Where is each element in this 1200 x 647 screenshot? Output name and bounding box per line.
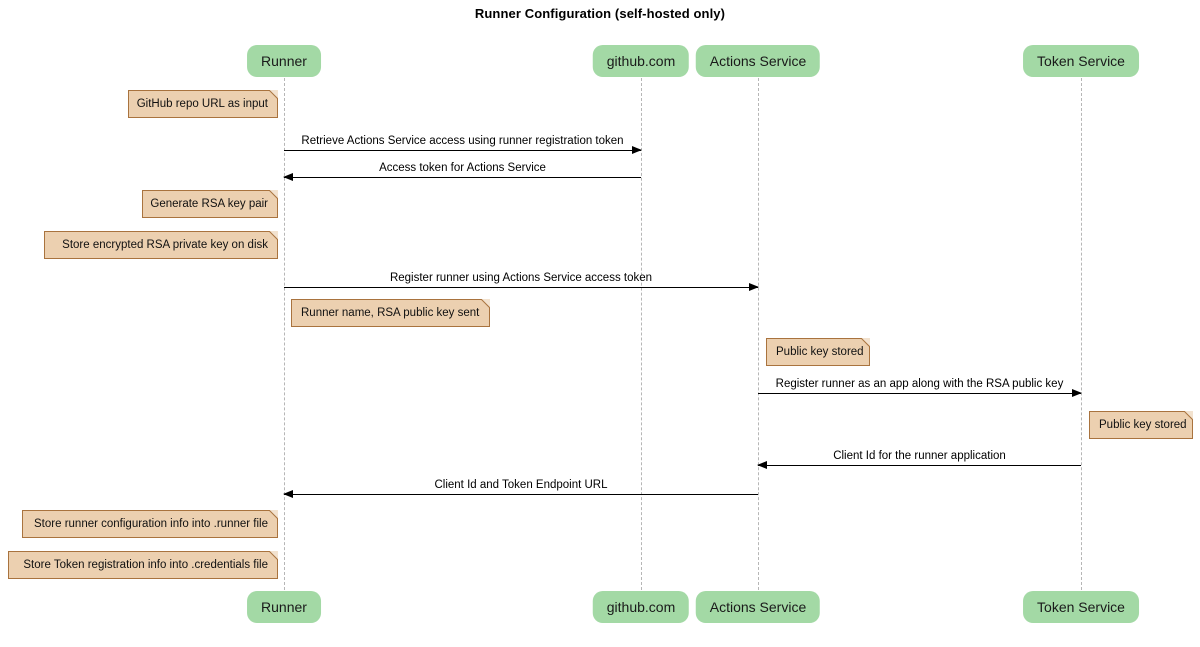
note-fold-edge: [480, 299, 490, 309]
note-fold-edge: [1183, 411, 1193, 421]
participant-top-token[interactable]: Token Service: [1023, 45, 1139, 77]
message-label-4: Register runner as an app along with the…: [775, 378, 1064, 390]
note-label-5: Public key stored: [776, 346, 864, 358]
participant-bottom-github[interactable]: github.com: [592, 591, 690, 623]
note-label-1: GitHub repo URL as input: [136, 98, 268, 110]
arrowhead-right-icon: [632, 145, 642, 154]
note-1: GitHub repo URL as input: [128, 90, 278, 118]
message-6: Client Id and Token Endpoint URL: [283, 479, 758, 498]
participant-top-actions[interactable]: Actions Service: [695, 45, 821, 77]
participant-bottom-actions[interactable]: Actions Service: [695, 591, 821, 623]
message-5: Client Id for the runner application: [757, 450, 1081, 469]
note-label-4: Runner name, RSA public key sent: [301, 307, 480, 319]
message-label-5: Client Id for the runner application: [833, 450, 1006, 462]
lifeline-github: [641, 78, 642, 590]
message-2: Access token for Actions Service: [283, 162, 641, 181]
note-3: Store encrypted RSA private key on disk: [44, 231, 278, 259]
note-label-8: Store Token registration info into .cred…: [23, 559, 268, 571]
page-title: Runner Configuration (self-hosted only): [474, 6, 726, 21]
note-label-6: Public key stored: [1099, 419, 1187, 431]
lifeline-runner: [284, 78, 285, 590]
message-4: Register runner as an app along with the…: [758, 378, 1082, 397]
message-label-2: Access token for Actions Service: [379, 162, 546, 174]
note-fold-edge: [268, 551, 278, 561]
lifeline-token: [1081, 78, 1082, 590]
participant-top-github[interactable]: github.com: [592, 45, 690, 77]
message-label-3: Register runner using Actions Service ac…: [389, 272, 653, 284]
message-3: Register runner using Actions Service ac…: [284, 272, 759, 291]
note-fold-edge: [268, 231, 278, 241]
arrowhead-left-icon: [283, 489, 293, 498]
note-fold-edge: [860, 338, 870, 348]
arrowhead-left-icon: [283, 172, 293, 181]
note-fold-edge: [268, 190, 278, 200]
note-label-3: Store encrypted RSA private key on disk: [62, 239, 268, 251]
message-label-6: Client Id and Token Endpoint URL: [434, 479, 608, 491]
participant-bottom-runner[interactable]: Runner: [247, 591, 321, 623]
note-4: Runner name, RSA public key sent: [291, 299, 490, 327]
arrowhead-right-icon: [749, 282, 759, 291]
note-2: Generate RSA key pair: [142, 190, 278, 218]
note-5: Public key stored: [766, 338, 870, 366]
arrowhead-right-icon: [1072, 388, 1082, 397]
message-label-1: Retrieve Actions Service access using ru…: [301, 135, 624, 147]
participant-top-runner[interactable]: Runner: [247, 45, 321, 77]
message-1: Retrieve Actions Service access using ru…: [284, 135, 642, 154]
note-7: Store runner configuration info into .ru…: [22, 510, 278, 538]
note-6: Public key stored: [1089, 411, 1193, 439]
note-fold-edge: [268, 90, 278, 100]
note-label-7: Store runner configuration info into .ru…: [34, 518, 268, 530]
arrowhead-left-icon: [757, 460, 767, 469]
participant-bottom-token[interactable]: Token Service: [1023, 591, 1139, 623]
note-8: Store Token registration info into .cred…: [8, 551, 278, 579]
lifeline-actions: [758, 78, 759, 590]
note-label-2: Generate RSA key pair: [150, 198, 268, 210]
note-fold-edge: [268, 510, 278, 520]
